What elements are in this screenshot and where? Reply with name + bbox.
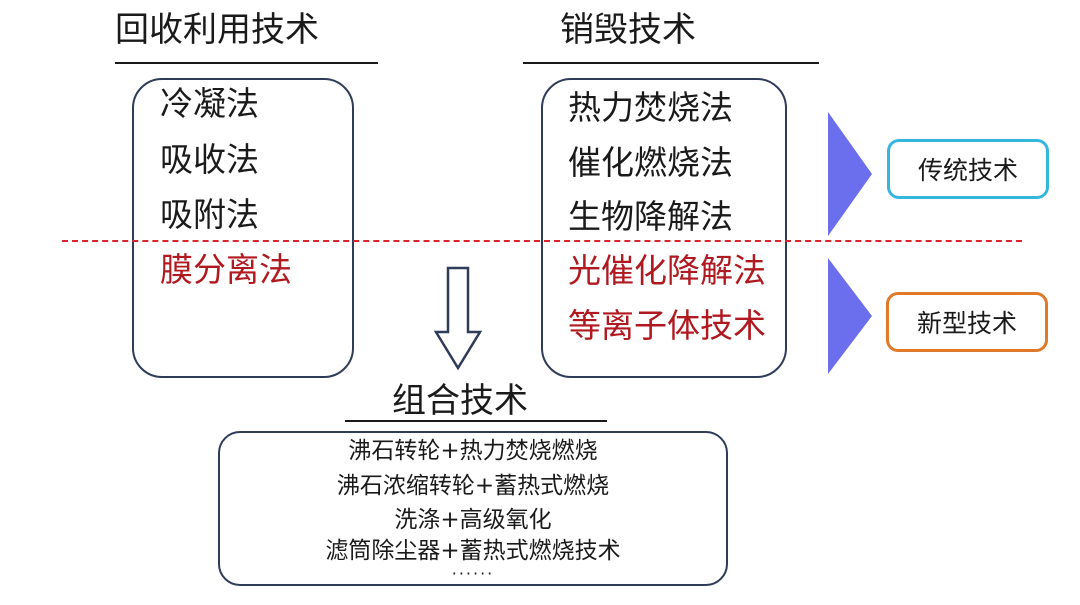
- destruction-box: [541, 78, 787, 378]
- destruction-title-underline: [523, 62, 819, 64]
- recovery-item-new: 膜分离法: [160, 250, 292, 289]
- destruction-item: 生物降解法: [568, 197, 733, 236]
- recovery-box: [132, 78, 354, 378]
- traditional-technology-tag: 传统技术: [887, 139, 1049, 199]
- destruction-title: 销毁技术: [560, 10, 696, 50]
- down-arrow-icon: [433, 266, 483, 371]
- destruction-item: 热力焚烧法: [568, 88, 733, 127]
- combination-box: [218, 431, 728, 586]
- combination-ellipsis: ······: [451, 564, 495, 583]
- traditional-new-divider: [62, 240, 1022, 242]
- destruction-item-new: 等离子体技术: [568, 306, 766, 345]
- recovery-title-underline: [115, 62, 378, 64]
- combination-title-underline: [345, 420, 607, 422]
- recovery-item: 冷凝法: [160, 84, 259, 123]
- modern-technology-tag: 新型技术: [886, 292, 1048, 352]
- combination-item: 滤筒除尘器+蓄热式燃烧技术: [325, 538, 621, 564]
- modern-pointer-arrow-icon: [828, 258, 872, 374]
- destruction-item-new: 光催化降解法: [568, 251, 766, 290]
- recovery-item: 吸收法: [160, 140, 259, 179]
- destruction-item: 催化燃烧法: [568, 143, 733, 182]
- recovery-item: 吸附法: [160, 195, 259, 234]
- traditional-pointer-arrow-icon: [828, 112, 872, 236]
- combination-item: 沸石浓缩转轮+蓄热式燃烧: [336, 473, 610, 499]
- recovery-title: 回收利用技术: [115, 10, 319, 50]
- combination-item: 沸石转轮+热力焚烧燃烧: [348, 438, 598, 464]
- combination-item: 洗涤+高级氧化: [394, 507, 552, 533]
- combination-title: 组合技术: [392, 381, 528, 421]
